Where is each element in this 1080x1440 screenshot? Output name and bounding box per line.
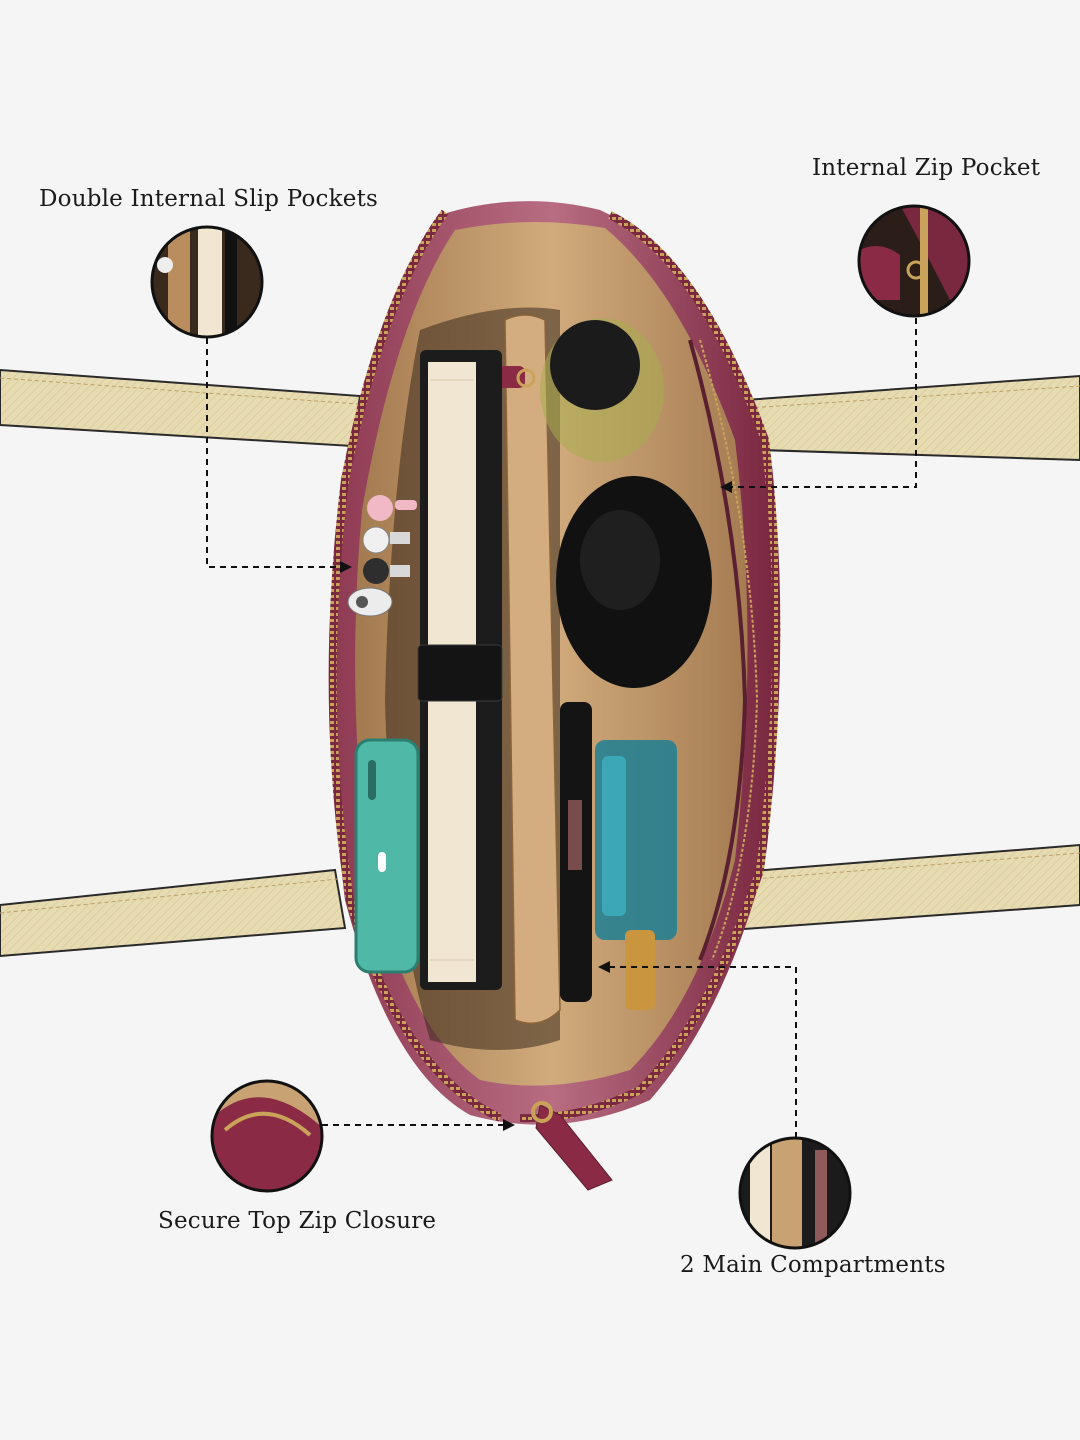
detail-circle-slip-pockets	[150, 225, 264, 339]
handle-right-top	[743, 374, 1080, 462]
pens	[347, 495, 417, 617]
zipper-pull	[531, 1101, 613, 1191]
leader-lines	[206, 318, 917, 1138]
detail-circle-compartments	[738, 1136, 852, 1250]
handle-left-bottom	[0, 868, 347, 958]
callout-zip-pocket: Internal Zip Pocket	[812, 155, 1041, 181]
detail-circle-top-zip	[210, 1079, 324, 1193]
phone	[354, 738, 420, 974]
leader-arrowheads	[340, 481, 732, 1131]
callout-top-zip: Secure Top Zip Closure	[158, 1208, 437, 1234]
callout-slip-pockets: Double Internal Slip Pockets	[39, 186, 379, 212]
detail-circle-zip-pocket	[857, 204, 971, 318]
cosmetics	[540, 318, 712, 1010]
notebook	[417, 350, 503, 990]
callout-compartments: 2 Main Compartments	[680, 1252, 946, 1278]
handle-right-bottom	[728, 843, 1080, 932]
handle-left-top	[0, 368, 362, 448]
